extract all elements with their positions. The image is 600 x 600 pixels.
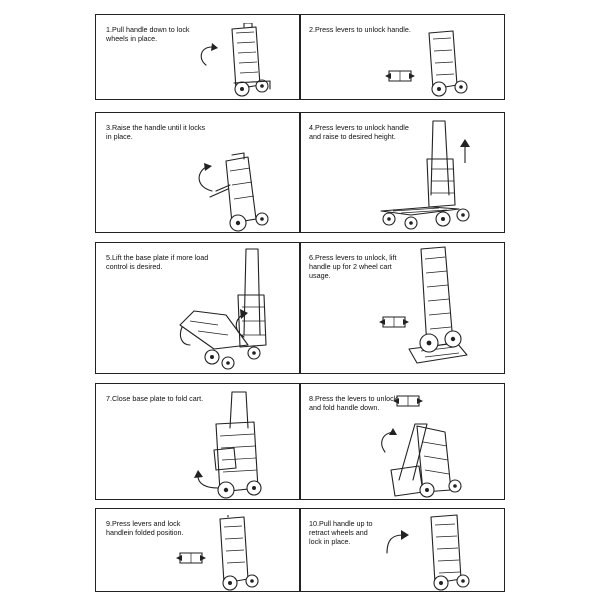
step-6-panel: 6.Press levers to unlock, lift handle up… <box>300 242 505 374</box>
step-5-caption: 5.Lift the base plate if more load contr… <box>106 253 209 271</box>
step-3-panel: 3.Raise the handle until it locks in pla… <box>95 112 300 233</box>
step-1-panel: 1.Pull handle down to lock wheels in pla… <box>95 14 300 100</box>
step-3-caption: 3.Raise the handle until it locks in pla… <box>106 123 206 141</box>
step-4-panel: 4.Press levers to unlock handle and rais… <box>300 112 505 233</box>
folded-cart-illustration <box>401 29 501 99</box>
lever-detail-icon <box>385 65 415 87</box>
step-10-caption: 10.Pull handle up to retract wheels and … <box>309 519 373 546</box>
cart-handle-extended-illustration <box>371 115 501 233</box>
curved-arrow-icon <box>194 470 220 490</box>
lever-detail-icon <box>176 547 206 569</box>
step-8-caption: 8.Press the levers to unlock and fold ha… <box>309 394 398 412</box>
two-wheel-cart-illustration <box>393 245 503 373</box>
folded-cart-illustration <box>192 515 296 592</box>
folded-cart-illustration <box>405 513 503 592</box>
step-2-caption: 2.Press levers to unlock handle. <box>309 25 411 34</box>
curved-arrow-icon <box>192 163 216 193</box>
curved-arrow-icon <box>375 428 397 456</box>
cart-handle-raised-illustration <box>186 141 296 233</box>
step-9-caption: 9.Press levers and lock handlein folded … <box>106 519 184 537</box>
up-arrow-icon <box>460 139 470 163</box>
folded-cart-illustration <box>184 23 294 99</box>
step-7-caption: 7.Close base plate to fold cart. <box>106 394 204 403</box>
cart-handle-folding-illustration <box>379 410 503 498</box>
curved-arrow-icon <box>232 309 248 339</box>
step-2-panel: 2.Press levers to unlock handle. <box>300 14 505 100</box>
lever-detail-icon <box>379 311 409 333</box>
step-5-panel: 5.Lift the base plate if more load contr… <box>95 242 300 374</box>
lever-detail-icon <box>393 390 423 412</box>
cart-folding-illustration <box>192 388 292 500</box>
step-6-caption: 6.Press levers to unlock, lift handle up… <box>309 253 397 280</box>
curved-arrow-icon <box>194 43 218 69</box>
step-9-panel: 9.Press levers and lock handlein folded … <box>95 508 300 592</box>
step-7-panel: 7.Close base plate to fold cart. <box>95 383 300 500</box>
instruction-sheet: 1.Pull handle down to lock wheels in pla… <box>95 14 505 592</box>
step-10-panel: 10.Pull handle up to retract wheels and … <box>300 508 505 592</box>
curved-arrow-icon <box>383 530 409 557</box>
step-8-panel: 8.Press the levers to unlock and fold ha… <box>300 383 505 500</box>
step-4-caption: 4.Press levers to unlock handle and rais… <box>309 123 409 141</box>
step-1-caption: 1.Pull handle down to lock wheels in pla… <box>106 25 190 43</box>
